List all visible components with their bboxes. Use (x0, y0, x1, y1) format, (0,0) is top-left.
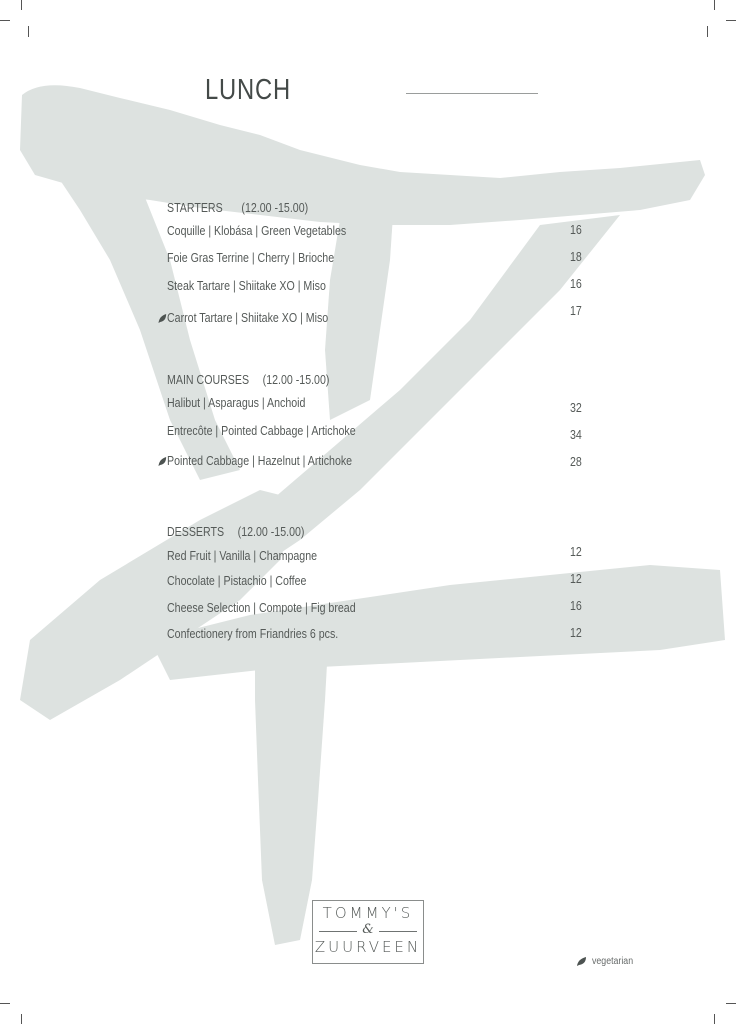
menu-item: Steak Tartare | Shiitake XO | Miso (167, 279, 326, 293)
crop-mark (21, 0, 22, 10)
logo-ampersand: & (313, 922, 423, 938)
menu-item-price: 12 (570, 626, 582, 640)
menu-item-price: 16 (570, 277, 582, 291)
crop-mark (28, 26, 29, 37)
menu-item: Foie Gras Terrine | Cherry | Brioche (167, 251, 335, 265)
section-hours: (12.00 -15.00) (262, 373, 330, 387)
menu-item-name: Pointed Cabbage | Hazelnut | Artichoke (167, 454, 353, 468)
menu-item: Chocolate | Pistachio | Coffee (167, 574, 307, 588)
logo-line-2: ZUURVEEN (314, 938, 422, 956)
section-hours: (12.00 -15.00) (241, 201, 309, 215)
crop-mark (21, 1014, 22, 1024)
section-name: STARTERS (167, 201, 223, 215)
section-header: DESSERTS (12.00 -15.00) (167, 525, 304, 539)
page-title: LUNCH (205, 74, 292, 106)
menu-item: Confectionery from Friandries 6 pcs. (167, 627, 339, 641)
menu-item-price: 32 (570, 401, 582, 415)
leaf-icon (158, 457, 167, 466)
legend-label: vegetarian (592, 956, 634, 967)
section-name: DESSERTS (167, 525, 225, 539)
section-header: MAIN COURSES (12.00 -15.00) (167, 373, 329, 387)
crop-mark (726, 20, 736, 21)
menu-item-price: 12 (570, 545, 582, 559)
menu-item-price: 16 (570, 599, 582, 613)
restaurant-logo: TOMMY'S & ZUURVEEN (312, 900, 424, 964)
menu-item-vegetarian: Carrot Tartare | Shiitake XO | Miso (158, 311, 329, 325)
vegetarian-legend: vegetarian (577, 956, 639, 967)
menu-item-price: 16 (570, 223, 582, 237)
section-hours: (12.00 -15.00) (237, 525, 305, 539)
menu-item-price: 34 (570, 428, 582, 442)
menu-item: Entrecôte | Pointed Cabbage | Artichoke (167, 424, 356, 438)
menu-item-price: 18 (570, 250, 582, 264)
title-divider (406, 93, 538, 94)
menu-item: Halibut | Asparagus | Anchoid (167, 396, 306, 410)
section-name: MAIN COURSES (167, 373, 250, 387)
menu-item: Cheese Selection | Compote | Fig bread (167, 601, 356, 615)
menu-item-price: 17 (570, 304, 582, 318)
menu-item: Coquille | Klobása | Green Vegetables (167, 224, 347, 238)
crop-mark (0, 1003, 10, 1004)
crop-mark (714, 1014, 715, 1024)
crop-mark (726, 1003, 736, 1004)
leaf-icon (158, 314, 167, 323)
menu-item-price: 28 (570, 455, 582, 469)
menu-item-vegetarian: Pointed Cabbage | Hazelnut | Artichoke (158, 454, 353, 468)
leaf-icon (577, 957, 586, 966)
section-header: STARTERS (12.00 -15.00) (167, 201, 308, 215)
menu-item-price: 12 (570, 572, 582, 586)
logo-line-1: TOMMY'S (322, 904, 414, 922)
menu-item-name: Carrot Tartare | Shiitake XO | Miso (167, 311, 329, 325)
crop-mark (707, 26, 708, 37)
menu-item: Red Fruit | Vanilla | Champagne (167, 549, 318, 563)
crop-mark (714, 0, 715, 10)
crop-mark (0, 20, 10, 21)
